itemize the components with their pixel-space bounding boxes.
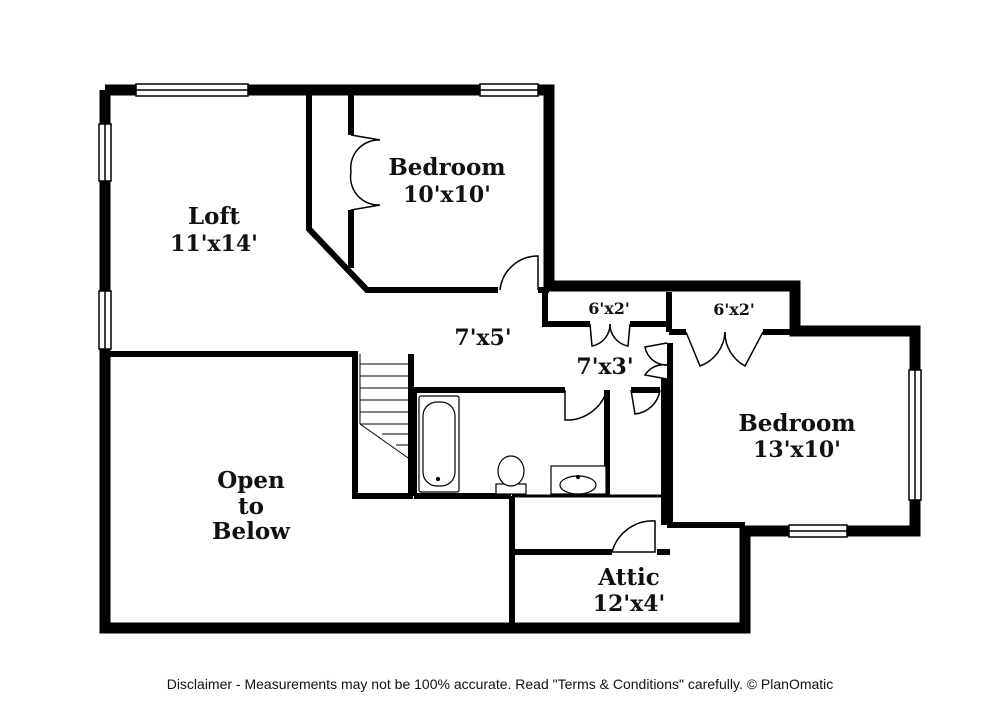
bedroom-1-dims: 10'x10' — [403, 182, 491, 208]
bedroom-2-dims: 13'x10' — [753, 437, 841, 463]
room-labels: Loft 11'x14' Bedroom 10'x10' 7'x5' 6'x2'… — [170, 154, 856, 617]
hall-2-dims: 7'x3' — [576, 354, 633, 380]
disclaimer-text: Disclaimer - Measurements may not be 100… — [166, 676, 834, 692]
bathroom-fixtures — [418, 395, 607, 495]
open-line-3: Below — [212, 518, 291, 545]
doors — [349, 134, 764, 553]
closet-2-dims: 6'x2' — [713, 300, 755, 319]
stairs — [359, 354, 412, 461]
interior-walls — [110, 95, 795, 628]
closet-1-dims: 6'x2' — [588, 299, 630, 318]
bedroom-2-name: Bedroom — [738, 410, 855, 437]
windows — [98, 83, 922, 538]
bedroom-1-name: Bedroom — [388, 154, 505, 181]
attic-dims: 12'x4' — [593, 591, 666, 617]
exterior-walls — [99, 84, 921, 634]
open-line-1: Open — [217, 467, 285, 494]
hall-dims: 7'x5' — [454, 325, 511, 351]
open-line-2: to — [238, 493, 264, 520]
loft-dims: 11'x14' — [170, 231, 258, 257]
attic-name: Attic — [597, 564, 659, 591]
loft-name: Loft — [188, 203, 240, 230]
